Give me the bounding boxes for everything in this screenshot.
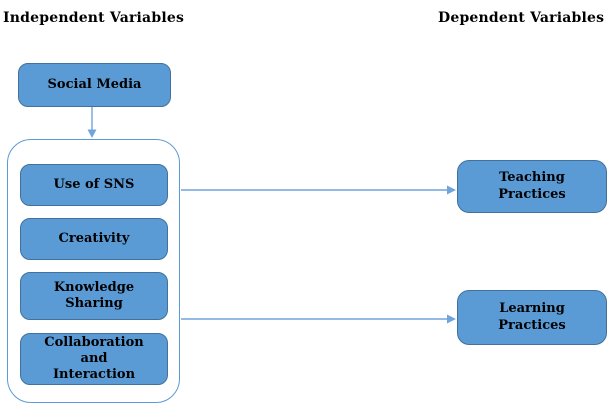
group-to-teaching-arrow bbox=[181, 185, 456, 195]
collaboration-interaction-box: Collaboration and Interaction bbox=[20, 333, 168, 385]
creativity-box: Creativity bbox=[20, 218, 168, 260]
social-media-to-group-arrow bbox=[87, 107, 97, 138]
dependent-variables-header: Dependent Variables bbox=[438, 10, 605, 26]
independent-variables-header: Independent Variables bbox=[3, 10, 185, 26]
knowledge-sharing-box: Knowledge Sharing bbox=[20, 272, 168, 320]
social-media-box: Social Media bbox=[18, 63, 171, 107]
learning-practices-box: Learning Practices bbox=[457, 290, 607, 345]
group-to-learning-arrow bbox=[181, 314, 456, 324]
use-of-sns-box: Use of SNS bbox=[20, 164, 168, 206]
teaching-practices-box: Teaching Practices bbox=[457, 160, 607, 213]
